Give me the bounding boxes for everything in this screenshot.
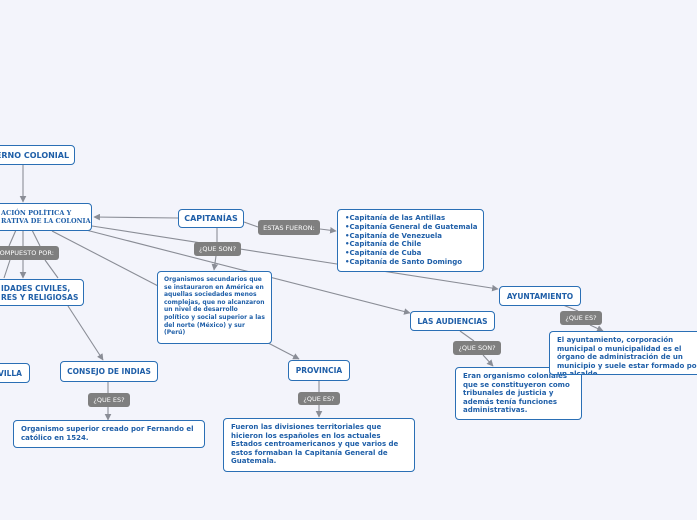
node-organizacion-line1: ACIÓN POLÍTICA Y xyxy=(1,209,72,217)
list-item-cuba: •Capitanía de Cuba xyxy=(345,249,422,258)
list-item-venezuela: •Capitanía de Venezuela xyxy=(345,231,442,240)
pill-compuesto-por[interactable]: COMPUESTO POR: xyxy=(0,246,59,260)
connector-organizacion-compuesto-b xyxy=(31,229,41,247)
pill-que-es-consejo[interactable]: ¿QUE ES? xyxy=(88,393,130,407)
node-capitanias-desc[interactable]: Organismos secundarios que se instauraro… xyxy=(157,271,272,344)
connector-audiencias-pill xyxy=(459,330,475,342)
pill-que-es-provincia[interactable]: ¿QUE ES? xyxy=(298,392,340,405)
node-sevilla-label: VILLA xyxy=(0,368,22,378)
node-ayuntamiento-label: AYUNTAMIENTO xyxy=(506,291,574,301)
connector-organizacion-consejo xyxy=(67,305,104,361)
connector-compuesto-sevilla xyxy=(3,259,11,279)
node-provincia-desc-text: Fueron las divisiones territoriales que … xyxy=(231,423,399,466)
node-capitanias-desc-text: Organismos secundarios que se instauraro… xyxy=(164,276,265,337)
node-autoridades[interactable]: IDADES CIVILES, RES Y RELIGIOSAS xyxy=(0,279,84,306)
node-provincia-label: PROVINCIA xyxy=(295,366,343,375)
connector-compuesto-autoridades xyxy=(44,259,59,279)
node-capitanias[interactable]: CAPITANÍAS xyxy=(178,209,244,228)
node-consejo-label: CONSEJO DE INDIAS xyxy=(67,367,151,376)
node-organizacion-politica[interactable]: ACIÓN POLÍTICA Y RATIVA DE LA COLONIA xyxy=(0,203,92,231)
node-audiencias-desc-text: Eran organismo coloniales que se constit… xyxy=(463,372,570,415)
connector-ayuntamiento-desc xyxy=(589,324,604,332)
node-autoridades-line1: IDADES CIVILES, xyxy=(1,283,71,293)
node-consejo-desc-text: Organismo superior creado por Fernando e… xyxy=(21,425,194,442)
pill-que-son-audiencias[interactable]: ¿QUE SON? xyxy=(453,341,501,355)
pill-que-es-ayuntamiento[interactable]: ¿QUE ES? xyxy=(560,311,602,325)
pill-que-son-capitanias[interactable]: ¿QUE SON? xyxy=(194,242,241,256)
node-organizacion-line2: RATIVA DE LA COLONIA xyxy=(1,217,91,225)
connector-organizacion-ayuntamiento xyxy=(91,225,499,292)
list-item-antillas: •Capitanía de las Antillas xyxy=(345,214,446,222)
node-sevilla[interactable]: VILLA xyxy=(0,363,30,383)
list-item-guatemala: •Capitanía General de Guatemala xyxy=(345,222,478,231)
connector-capitanias-organizacion xyxy=(93,213,179,221)
pill-que-son-capitanias-label: ¿QUE SON? xyxy=(198,245,237,253)
connector-audiencias-desc xyxy=(482,354,494,367)
node-provincia-desc[interactable]: Fueron las divisiones territoriales que … xyxy=(223,418,415,472)
node-audiencias-desc[interactable]: Eran organismo coloniales que se constit… xyxy=(455,367,582,420)
connector-organizacion-compuesto xyxy=(8,229,17,247)
connector-ayuntamiento-pill xyxy=(562,304,579,312)
pill-compuesto-label: COMPUESTO POR: xyxy=(0,249,54,257)
list-item-chile: •Capitanía de Chile xyxy=(345,240,422,249)
node-capitanias-list[interactable]: •Capitanía de las Antillas •Capitanía Ge… xyxy=(337,209,484,272)
node-capitanias-label: CAPITANÍAS xyxy=(184,214,238,223)
connector-capitanias-estas xyxy=(243,221,259,228)
pill-que-es-ayuntamiento-label: ¿QUE ES? xyxy=(565,314,597,322)
node-audiencias[interactable]: LAS AUDIENCIAS xyxy=(410,311,495,331)
node-gobierno-label: ERNO COLONIAL xyxy=(0,150,70,160)
pill-que-es-consejo-label: ¿QUE ES? xyxy=(93,396,125,404)
node-consejo-indias[interactable]: CONSEJO DE INDIAS xyxy=(60,361,158,382)
pill-que-es-provincia-label: ¿QUE ES? xyxy=(303,394,335,403)
node-provincia[interactable]: PROVINCIA xyxy=(288,360,350,381)
node-autoridades-line2: RES Y RELIGIOSAS xyxy=(1,292,79,302)
node-ayuntamiento-desc-text: El ayuntamiento, corporación municipal o… xyxy=(557,336,697,375)
node-gobierno-colonial[interactable]: ERNO COLONIAL xyxy=(0,145,75,165)
node-ayuntamiento[interactable]: AYUNTAMIENTO xyxy=(499,286,581,306)
node-ayuntamiento-desc[interactable]: El ayuntamiento, corporación municipal o… xyxy=(549,331,697,375)
node-audiencias-label: LAS AUDIENCIAS xyxy=(417,316,488,326)
pill-que-son-audiencias-label: ¿QUE SON? xyxy=(458,344,496,352)
node-consejo-desc[interactable]: Organismo superior creado por Fernando e… xyxy=(13,420,205,448)
connector-estas-list xyxy=(319,226,337,234)
pill-estas-fueron[interactable]: ESTAS FUERON: xyxy=(258,220,320,235)
pill-estas-label: ESTAS FUERON: xyxy=(263,223,315,232)
list-item-santo-domingo: •Capitanía de Santo Domingo xyxy=(345,257,463,266)
